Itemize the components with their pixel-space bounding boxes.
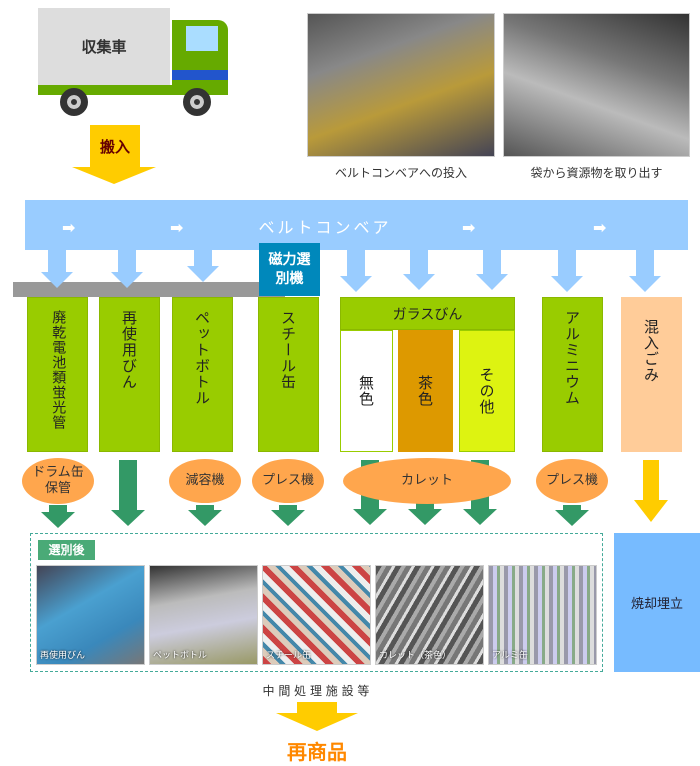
belt-conveyor (25, 200, 688, 250)
photo-reuse-bottle: 再使用びん (36, 565, 145, 665)
arrow-down-icon (118, 250, 136, 272)
arrow-down-icon (408, 509, 442, 525)
process-press: プレス機 (252, 459, 324, 503)
result-label: 再商品 (287, 740, 347, 764)
arrow-down-icon (403, 274, 435, 290)
process-drum-storage: ドラム缶保管 (22, 458, 94, 504)
arrow-down-icon (555, 510, 589, 526)
glass-other: その他 (459, 330, 515, 452)
arrow-down-icon (551, 276, 583, 292)
arrow-right-icon: ➡ (593, 218, 607, 237)
category-reuse-bottle: 再使用びん (99, 297, 160, 452)
process-volume-reducer: 減容機 (169, 459, 241, 503)
arrow-down-icon (41, 272, 73, 288)
truck-label: 収集車 (81, 38, 127, 56)
result-arrow (276, 713, 358, 731)
result-arrow (297, 702, 337, 714)
facility-label: 中 間 処 理 施 設 等 (262, 684, 370, 698)
arrow-down-icon (563, 505, 581, 511)
carry-in-arrow (72, 167, 156, 184)
truck-chassis (38, 85, 228, 95)
photo-caption: 袋から資源物を取り出す (530, 166, 663, 180)
arrow-down-icon (48, 250, 66, 272)
arrow-down-icon (49, 505, 67, 513)
arrow-down-icon (636, 250, 654, 276)
category-glass-bottle: ガラスびん (340, 297, 515, 330)
arrow-down-icon (643, 460, 659, 502)
arrow-right-icon: ➡ (170, 218, 184, 237)
wheel-icon (183, 88, 211, 116)
magnetic-separator: 磁力選別機 (259, 243, 320, 296)
arrow-down-icon (111, 272, 143, 288)
arrow-down-icon (111, 510, 145, 526)
arrow-right-icon: ➡ (62, 218, 76, 237)
arrow-down-icon (187, 266, 219, 282)
arrow-down-icon (629, 276, 661, 292)
category-mixed-waste: 混入ごみ (621, 297, 682, 452)
photo-take-out (503, 13, 690, 157)
category-steel-can: スチール缶 (258, 297, 319, 452)
photo-cullet: カレット（茶色） (375, 565, 484, 665)
arrow-down-icon (279, 505, 297, 511)
arrow-down-icon (634, 500, 668, 522)
arrow-down-icon (41, 512, 75, 528)
category-battery: 廃乾電池類蛍光管 (27, 297, 88, 452)
category-pet-bottle: ペットボトル (172, 297, 233, 452)
arrow-right-icon: ➡ (462, 218, 476, 237)
category-aluminum: アルミニウム (542, 297, 603, 452)
arrow-down-icon (347, 250, 365, 276)
arrow-down-icon (194, 250, 212, 266)
wheel-icon (60, 88, 88, 116)
process-press: プレス機 (536, 459, 608, 503)
glass-colorless: 無色 (340, 330, 393, 452)
process-cullet: カレット (343, 458, 511, 504)
photo-caption: ベルトコンベアへの投入 (334, 166, 467, 180)
arrow-down-icon (188, 510, 222, 526)
arrow-down-icon (476, 274, 508, 290)
after-sort-label: 選別後 (38, 540, 95, 560)
arrow-down-icon (196, 505, 214, 511)
glass-brown: 茶色 (398, 330, 453, 452)
arrow-down-icon (483, 250, 501, 274)
arrow-down-icon (340, 276, 372, 292)
arrow-down-icon (353, 509, 387, 525)
arrow-down-icon (271, 510, 305, 526)
arrow-down-icon (410, 250, 428, 274)
incineration-landfill: 焼却埋立 (614, 533, 700, 672)
arrow-down-icon (119, 460, 137, 511)
truck-cargo: 収集車 (38, 8, 170, 85)
arrow-down-icon (463, 509, 497, 525)
photo-conveyor-input (307, 13, 495, 157)
after-sort-panel (30, 533, 603, 672)
truck-window (186, 26, 218, 51)
photo-aluminum-can: アルミ缶 (488, 565, 597, 665)
arrow-down-icon (558, 250, 576, 276)
truck: 収集車 (38, 8, 238, 118)
conveyor-label: ベルトコンベア (258, 218, 392, 237)
photo-steel-can: スチール缶 (262, 565, 371, 665)
carry-in-label: 搬入 (90, 125, 140, 167)
truck-stripe (172, 70, 228, 80)
photo-pet-bottle: ペットボトル (149, 565, 258, 665)
sorting-rail (13, 282, 285, 297)
